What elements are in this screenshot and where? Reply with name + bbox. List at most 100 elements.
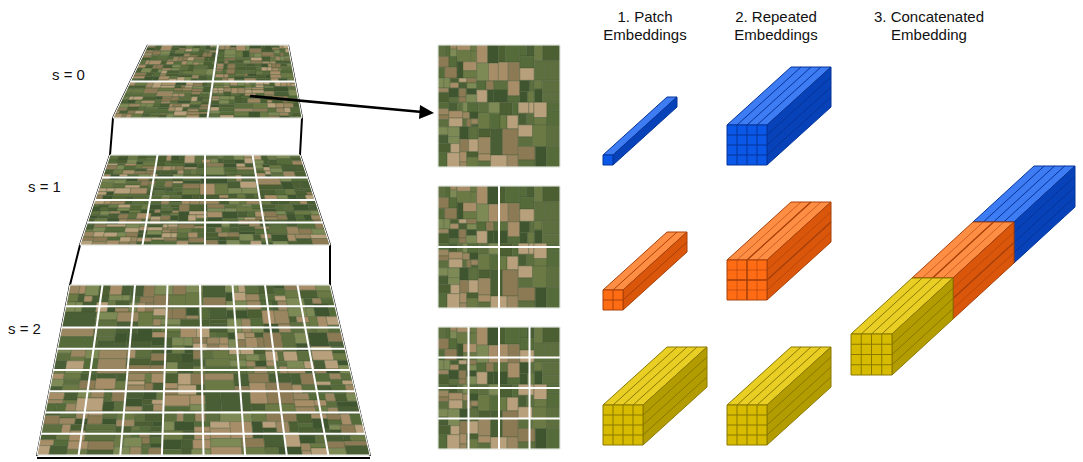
column-heading: 1. Patch Embeddings <box>590 8 700 44</box>
field-patch <box>212 96 220 99</box>
field-patch <box>219 100 230 104</box>
field-patch <box>449 229 459 239</box>
field-patch <box>92 228 106 232</box>
field-patch <box>204 50 210 53</box>
field-patch <box>245 285 259 294</box>
field-patch <box>170 101 178 104</box>
field-patch <box>56 404 67 412</box>
field-patch <box>186 45 194 49</box>
field-patch <box>283 103 294 108</box>
patch-grid-line <box>95 199 315 201</box>
field-patch <box>145 202 161 205</box>
zoom-arrow <box>250 96 422 112</box>
field-patch <box>263 167 271 171</box>
field-patch <box>300 201 308 205</box>
field-patch <box>449 111 463 118</box>
field-patch <box>224 64 228 69</box>
field-patch <box>85 430 116 441</box>
cuboid-side <box>953 222 1014 319</box>
field-patch <box>39 440 55 446</box>
cuboid-grid <box>1004 166 1065 222</box>
field-patch <box>97 192 107 196</box>
field-patch <box>55 353 71 361</box>
field-patch <box>546 147 560 168</box>
field-patch <box>489 204 499 222</box>
field-patch <box>164 406 190 411</box>
field-patch <box>471 51 477 62</box>
field-patch <box>114 188 132 194</box>
field-patch <box>168 224 178 227</box>
field-patch <box>192 70 207 76</box>
field-patch <box>450 83 459 88</box>
field-patch <box>230 227 239 232</box>
field-patch <box>148 224 163 227</box>
field-patch <box>235 74 245 77</box>
field-patch <box>283 101 288 103</box>
field-patch <box>312 419 330 428</box>
field-patch <box>245 194 254 198</box>
cuboid-grid <box>623 242 687 300</box>
field-patch <box>494 363 508 372</box>
field-patch <box>172 65 181 68</box>
field-patch <box>105 166 118 170</box>
field-patch <box>223 85 230 88</box>
field-patch <box>508 237 520 244</box>
field-patch <box>203 285 226 297</box>
cuboid-side <box>767 202 831 300</box>
field-patch <box>534 259 547 266</box>
field-patch <box>177 233 188 238</box>
field-patch <box>218 53 225 58</box>
image-pyramid <box>37 45 370 455</box>
field-patch <box>283 351 298 361</box>
field-patch <box>231 88 238 94</box>
field-patch <box>85 285 100 296</box>
patch-grid-line <box>438 45 560 46</box>
field-patch <box>463 243 468 253</box>
field-patch <box>234 155 245 160</box>
field-patch <box>328 325 341 333</box>
field-patch <box>460 421 469 434</box>
field-patch <box>171 230 178 233</box>
cuboid-grid <box>851 354 892 355</box>
embedding-cuboid <box>727 202 831 300</box>
embedding-cuboid <box>603 347 707 445</box>
field-patch <box>239 234 254 241</box>
field-patch <box>182 449 192 455</box>
field-patch <box>244 158 253 164</box>
cuboid-grid <box>603 300 623 301</box>
field-patch <box>253 109 268 112</box>
field-patch <box>311 414 328 419</box>
cuboid-front <box>727 260 767 300</box>
field-patch <box>191 94 201 97</box>
field-patch <box>463 112 470 119</box>
field-patch <box>224 60 228 63</box>
field-patch <box>478 137 490 154</box>
field-patch <box>277 159 293 166</box>
field-patch <box>230 96 236 100</box>
field-patch <box>459 379 467 385</box>
field-patch <box>248 74 256 77</box>
field-patch <box>449 400 463 409</box>
field-patch <box>237 340 246 348</box>
field-patch <box>494 222 508 231</box>
field-patch <box>438 391 449 397</box>
field-patch <box>157 109 168 113</box>
cuboid-grid <box>1014 197 1075 253</box>
cuboid-grid <box>757 125 758 165</box>
field-patch <box>478 102 488 113</box>
field-patch <box>471 124 478 127</box>
field-patch <box>336 401 358 406</box>
field-patch <box>127 107 140 111</box>
field-patch <box>469 139 479 152</box>
field-patch <box>236 51 243 57</box>
field-patch <box>156 97 163 100</box>
field-patch <box>528 233 535 244</box>
field-patch <box>237 194 245 198</box>
field-patch <box>175 86 182 88</box>
field-patch <box>178 224 195 229</box>
field-patch <box>213 86 223 88</box>
field-patch <box>508 344 520 363</box>
field-patch <box>148 204 161 209</box>
field-patch <box>529 102 534 113</box>
